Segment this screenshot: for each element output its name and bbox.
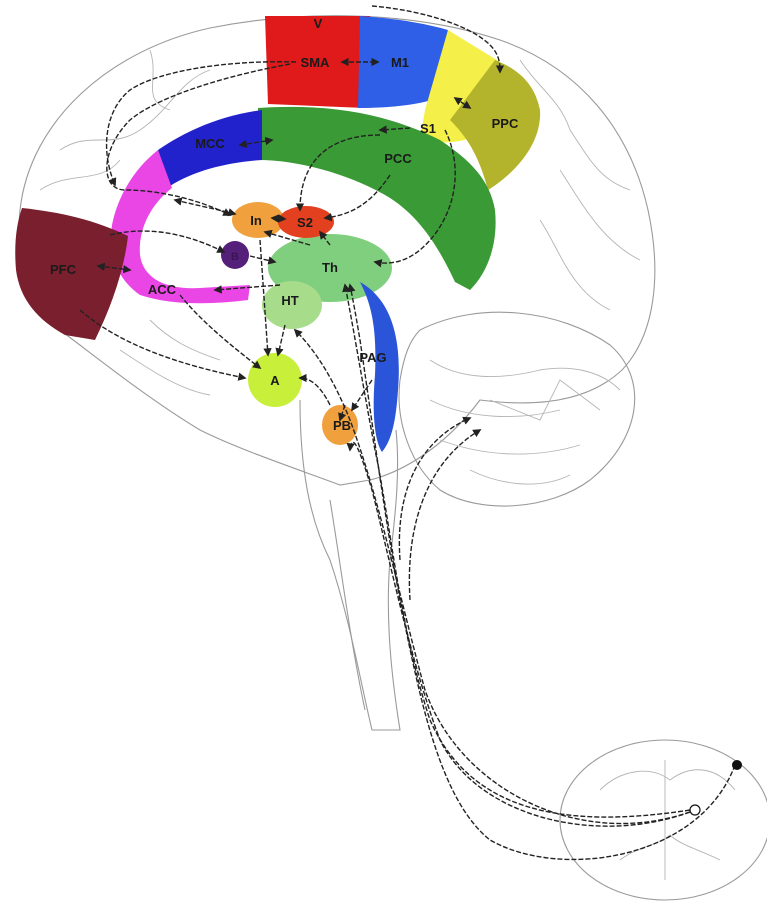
region-pag [360, 282, 399, 452]
spinohypothalamic-tract [295, 330, 690, 824]
label-th: Th [322, 260, 338, 275]
spinothalamic-tract-2 [350, 285, 735, 859]
label-pcc: PCC [384, 151, 412, 166]
pathway-ht-a [278, 325, 285, 355]
label-pfc: PFC [50, 262, 77, 277]
label-ht: HT [281, 293, 298, 308]
spinocerebellar-tract-1 [399, 418, 470, 560]
label-in: In [250, 213, 262, 228]
spinal-neuron-open [690, 805, 700, 815]
spinocerebellar-tract-2 [409, 430, 480, 600]
label-v: V [314, 16, 323, 31]
label-sma: SMA [301, 55, 331, 70]
label-mcc: MCC [195, 136, 225, 151]
pathway-acc-a [180, 295, 260, 368]
label-ppc: PPC [492, 116, 519, 131]
label-s1: S1 [420, 121, 436, 136]
pathway-pb-a [300, 378, 330, 405]
label-acc: ACC [148, 282, 177, 297]
pathway-pfc-a [80, 310, 245, 378]
label-pb: PB [333, 418, 351, 433]
label-pag: PAG [359, 350, 386, 365]
subcortical-nuclei [221, 202, 399, 452]
label-b: B [231, 251, 239, 263]
spinal-neuron-filled [732, 760, 742, 770]
label-a: A [270, 373, 280, 388]
pathway-acc-in [175, 200, 235, 214]
spinoreticular-tract [350, 442, 690, 826]
label-s2: S2 [297, 215, 313, 230]
label-m1: M1 [391, 55, 409, 70]
